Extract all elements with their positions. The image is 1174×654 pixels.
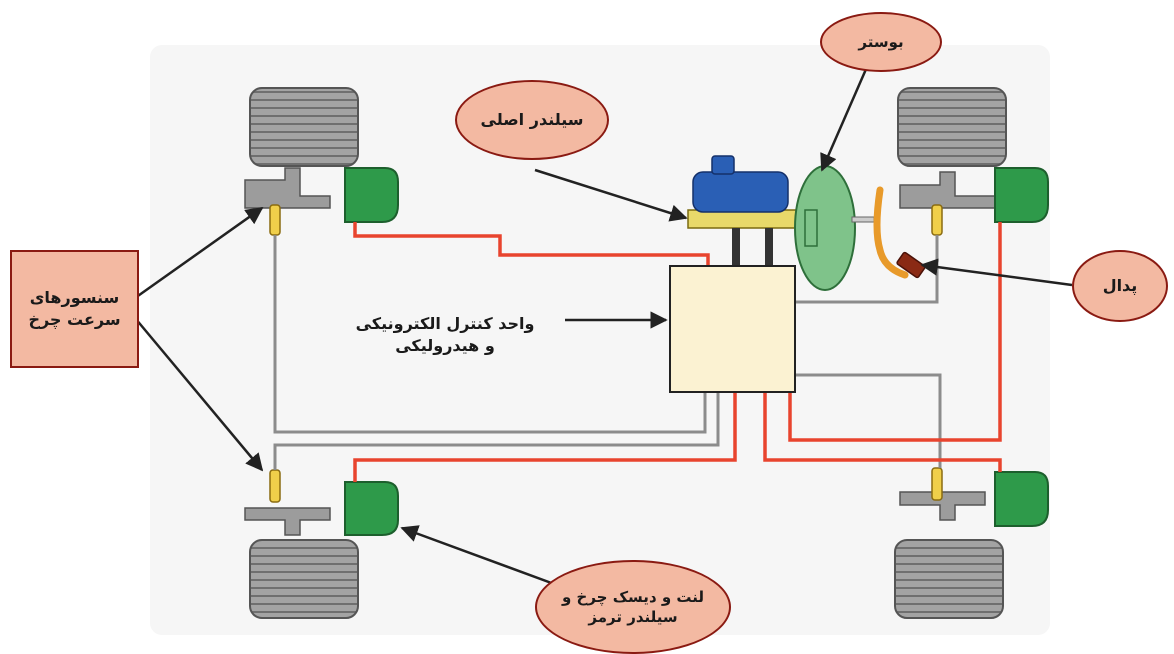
sensor-wire-rear-right (795, 373, 942, 468)
tire-front-right (897, 87, 1007, 167)
label-pedal: پدال (1072, 250, 1168, 322)
tire-rear-right (894, 539, 1004, 619)
caliper-rear-left (344, 481, 399, 536)
control-unit-line2: و هیدرولیکی (395, 336, 495, 355)
sensor-wire-front-left (273, 235, 707, 434)
brake-caliper-line2: سیلندر ترمز (588, 608, 678, 626)
arrow-brake-caliper (400, 525, 566, 590)
label-master-cylinder: سیلندر اصلی (455, 80, 609, 160)
brake-caliper-line1: لنت و دیسک چرخ و (561, 587, 705, 606)
hub-rear-left (244, 507, 331, 536)
control-unit-line1: واحد کنترل الکترونیکی (355, 314, 535, 334)
master-cylinder-label-text: سیلندر اصلی (480, 110, 584, 130)
sensor-wire-rear-left (273, 392, 720, 470)
label-brake-caliper: لنت و دیسک چرخ و سیلندر ترمز (535, 560, 731, 654)
caliper-rear-right (994, 471, 1049, 527)
sensor-wire-front-right (795, 235, 939, 304)
brake-line-front-right (788, 222, 1002, 442)
label-control-unit: واحد کنترل الکترونیکی و هیدرولیکی (330, 295, 560, 375)
label-speed-sensors: سنسورهای سرعت چرخ (10, 250, 139, 368)
speed-sensor-front-right (931, 204, 943, 236)
speed-sensor-rear-right (931, 467, 943, 501)
speed-sensor-front-left (269, 204, 281, 236)
arrow-speed-sensor-front (134, 206, 264, 300)
tire-rear-left (249, 539, 359, 619)
hub-rear-right (899, 491, 986, 521)
brake-line-front-left (353, 222, 710, 266)
arrow-speed-sensor-rear (134, 317, 264, 472)
caliper-front-left (344, 167, 399, 223)
brake-line-rear-left (353, 392, 737, 482)
arrow-master-cylinder (534, 168, 688, 222)
brake-line-rear-right (763, 392, 1002, 472)
booster (794, 165, 875, 291)
tire-front-left (249, 87, 359, 167)
caliper-front-right (994, 167, 1049, 223)
label-booster: بوستر (820, 12, 942, 72)
hydraulic-control-unit (669, 265, 796, 393)
pedal-label-text: پدال (1102, 276, 1138, 296)
arrow-pedal (920, 258, 1073, 287)
speed-sensor-rear-left (269, 469, 281, 503)
booster-label-text: بوستر (858, 32, 904, 51)
master-cylinder (687, 155, 809, 266)
speed-sensors-line1: سنسورهای (29, 288, 120, 308)
arrow-booster (820, 59, 872, 172)
speed-sensors-line2: سرعت چرخ (28, 310, 121, 329)
